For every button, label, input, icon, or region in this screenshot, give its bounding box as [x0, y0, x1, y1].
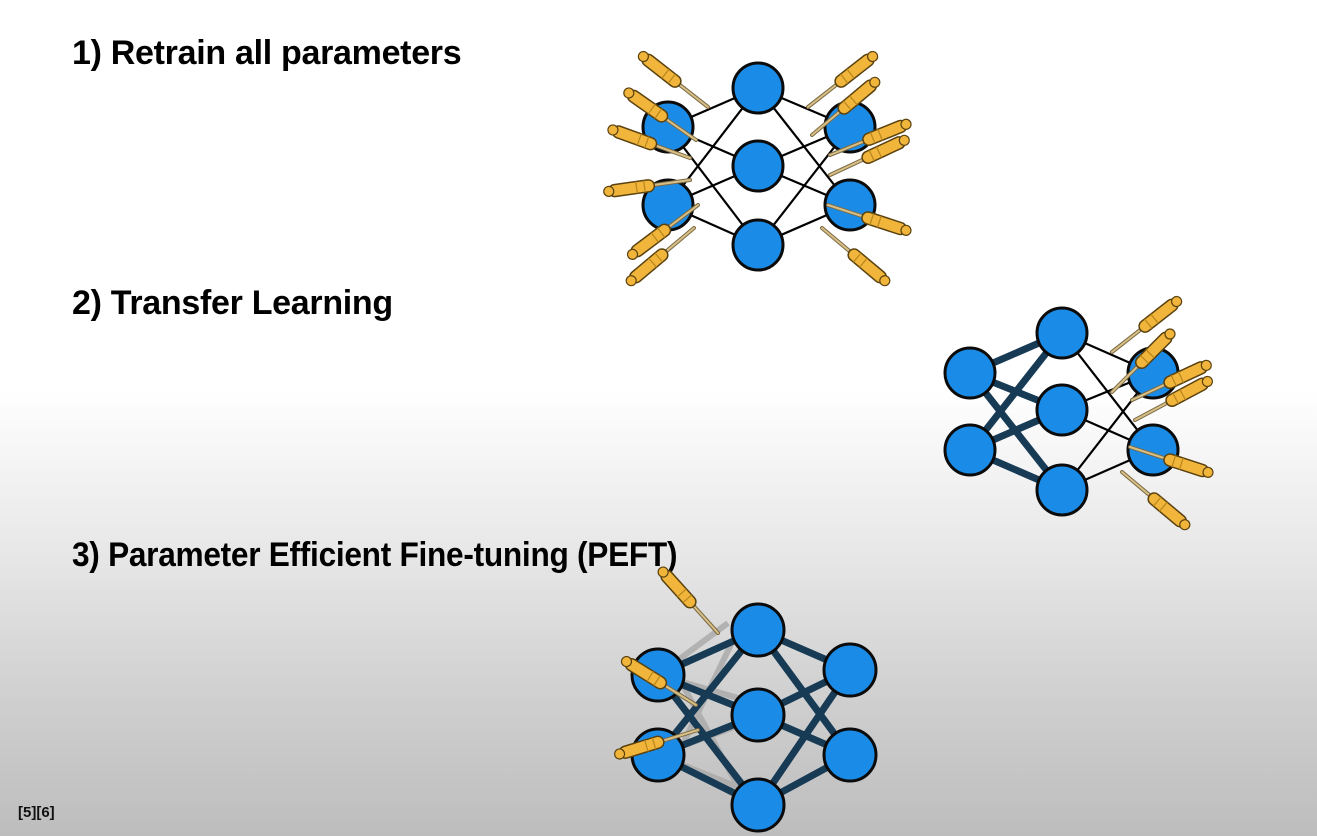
- nodes: [943, 306, 1180, 517]
- nodes: [641, 61, 877, 272]
- heading-retrain-all: 1) Retrain all parameters: [72, 34, 462, 72]
- citation: [5][6]: [18, 804, 55, 821]
- heading-peft: 3) Parameter Efficient Fine-tuning (PEFT…: [72, 536, 678, 574]
- network-peft: [611, 562, 878, 833]
- nodes: [630, 602, 878, 833]
- network-transfer-learning: [943, 291, 1215, 535]
- network-retrain-all: [601, 46, 915, 291]
- heading-transfer-learning: 2) Transfer Learning: [72, 284, 393, 322]
